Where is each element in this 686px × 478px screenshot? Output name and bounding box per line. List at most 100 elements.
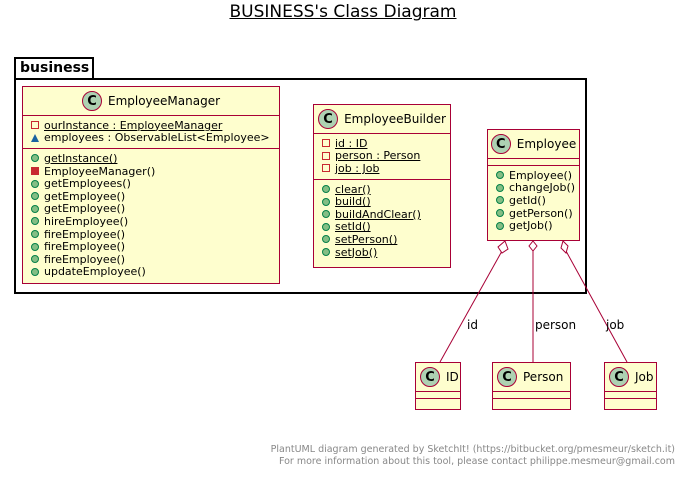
member-row: ourInstance : EmployeeManager <box>31 119 275 132</box>
fields-section <box>493 391 570 398</box>
member-row: getJob() <box>496 219 575 232</box>
member-text: Employee() <box>509 168 573 182</box>
member-text: updateEmployee() <box>44 265 146 279</box>
member-text: getPerson() <box>509 206 573 220</box>
class-stereotype-icon: C <box>609 367 629 387</box>
class-header: C Employee <box>488 130 579 158</box>
public-visibility-icon <box>322 235 330 244</box>
fields-section <box>488 158 579 165</box>
member-text: fireEmployee() <box>44 252 126 266</box>
class-job[interactable]: C Job <box>604 362 657 410</box>
class-header: C ID <box>416 363 460 391</box>
member-text: fireEmployee() <box>44 240 126 254</box>
member-text: changeJob() <box>509 181 576 195</box>
member-row: person : Person <box>322 149 446 163</box>
fields-section <box>605 391 656 398</box>
public-visibility-icon <box>31 204 39 213</box>
footer-line-2: For more information about this tool, pl… <box>278 456 675 467</box>
footer-line-1: PlantUML diagram generated by SketchIt! … <box>270 444 675 455</box>
member-row: build() <box>322 195 446 208</box>
methods-section <box>605 398 656 405</box>
member-text: getId() <box>509 193 546 207</box>
fields-section <box>416 391 460 398</box>
public-visibility-icon <box>31 267 39 276</box>
member-row: getEmployee() <box>31 190 275 203</box>
diagram-title: BUSINESS's Class Diagram <box>229 2 457 22</box>
aggregation-diamond-icon <box>528 240 538 252</box>
public-visibility-icon <box>31 255 39 264</box>
relation-employee-id <box>439 240 509 363</box>
member-text: job : Job <box>335 161 380 175</box>
member-row: buildAndClear() <box>322 208 446 221</box>
member-text: getInstance() <box>44 151 118 165</box>
private-visibility-icon <box>322 139 330 148</box>
class-id[interactable]: C ID <box>415 362 461 410</box>
member-row: fireEmployee() <box>31 228 275 241</box>
member-row: clear() <box>322 183 446 196</box>
class-name: ID <box>446 370 459 384</box>
member-text: setJob() <box>335 245 378 259</box>
class-employee[interactable]: C Employee Employee()changeJob()getId()g… <box>487 129 580 241</box>
member-row: getEmployee() <box>31 202 275 215</box>
member-row: getInstance() <box>31 152 275 165</box>
member-row: EmployeeManager() <box>31 165 275 178</box>
public-visibility-icon <box>31 192 39 201</box>
public-visibility-icon <box>496 183 504 192</box>
public-visibility-icon <box>322 197 330 206</box>
aggregation-diamond-icon <box>560 240 569 254</box>
member-text: person : Person <box>335 149 421 163</box>
class-header: C EmployeeManager <box>23 87 279 115</box>
methods-section <box>416 398 460 405</box>
aggregation-diamond-icon <box>497 240 509 254</box>
member-text: ourInstance : EmployeeManager <box>44 118 223 132</box>
relation-label-person: person <box>535 318 577 332</box>
package-visibility-icon <box>31 133 39 142</box>
member-text: setId() <box>335 220 371 234</box>
class-stereotype-icon: C <box>490 134 511 154</box>
member-text: getEmployees() <box>44 177 131 191</box>
package-name: business <box>20 60 90 76</box>
member-row: getEmployees() <box>31 177 275 190</box>
class-name: Person <box>523 370 564 384</box>
package-tab: business <box>14 57 94 79</box>
class-name: EmployeeManager <box>107 94 221 108</box>
member-row: changeJob() <box>496 181 576 195</box>
public-visibility-icon <box>31 154 39 163</box>
member-row: employees : ObservableList<Employee> <box>31 131 275 145</box>
public-visibility-icon <box>31 242 39 251</box>
relation-employee-person <box>528 240 538 362</box>
class-header: C Job <box>605 363 656 391</box>
class-person[interactable]: C Person <box>492 362 571 410</box>
class-name: Job <box>635 370 654 384</box>
member-text: EmployeeManager() <box>44 164 156 178</box>
class-name: Employee <box>516 137 577 151</box>
class-employee-manager[interactable]: C EmployeeManager ourInstance : Employee… <box>22 86 280 284</box>
public-visibility-icon <box>322 210 330 219</box>
member-row: fireEmployee() <box>31 253 275 266</box>
member-text: employees : ObservableList<Employee> <box>44 131 270 145</box>
member-row: Employee() <box>496 169 575 182</box>
public-visibility-icon <box>322 185 330 194</box>
class-header: C Person <box>493 363 570 391</box>
relation-employee-job <box>560 240 628 363</box>
member-row: updateEmployee() <box>31 265 275 279</box>
relation-label-job: job <box>606 318 625 332</box>
member-text: build() <box>335 195 371 209</box>
member-row: setPerson() <box>322 233 446 246</box>
member-row: getId() <box>496 194 575 207</box>
public-visibility-icon <box>31 179 39 188</box>
member-row: setId() <box>322 220 446 234</box>
member-row: fireEmployee() <box>31 240 275 253</box>
private-visibility-icon <box>31 167 39 176</box>
class-stereotype-icon: C <box>497 367 517 387</box>
class-name: EmployeeBuilder <box>344 112 446 126</box>
public-visibility-icon <box>322 222 330 231</box>
member-text: setPerson() <box>335 232 398 246</box>
methods-section <box>493 398 570 405</box>
public-visibility-icon <box>496 196 504 205</box>
member-text: getJob() <box>509 219 553 233</box>
member-row: id : ID <box>322 137 446 150</box>
